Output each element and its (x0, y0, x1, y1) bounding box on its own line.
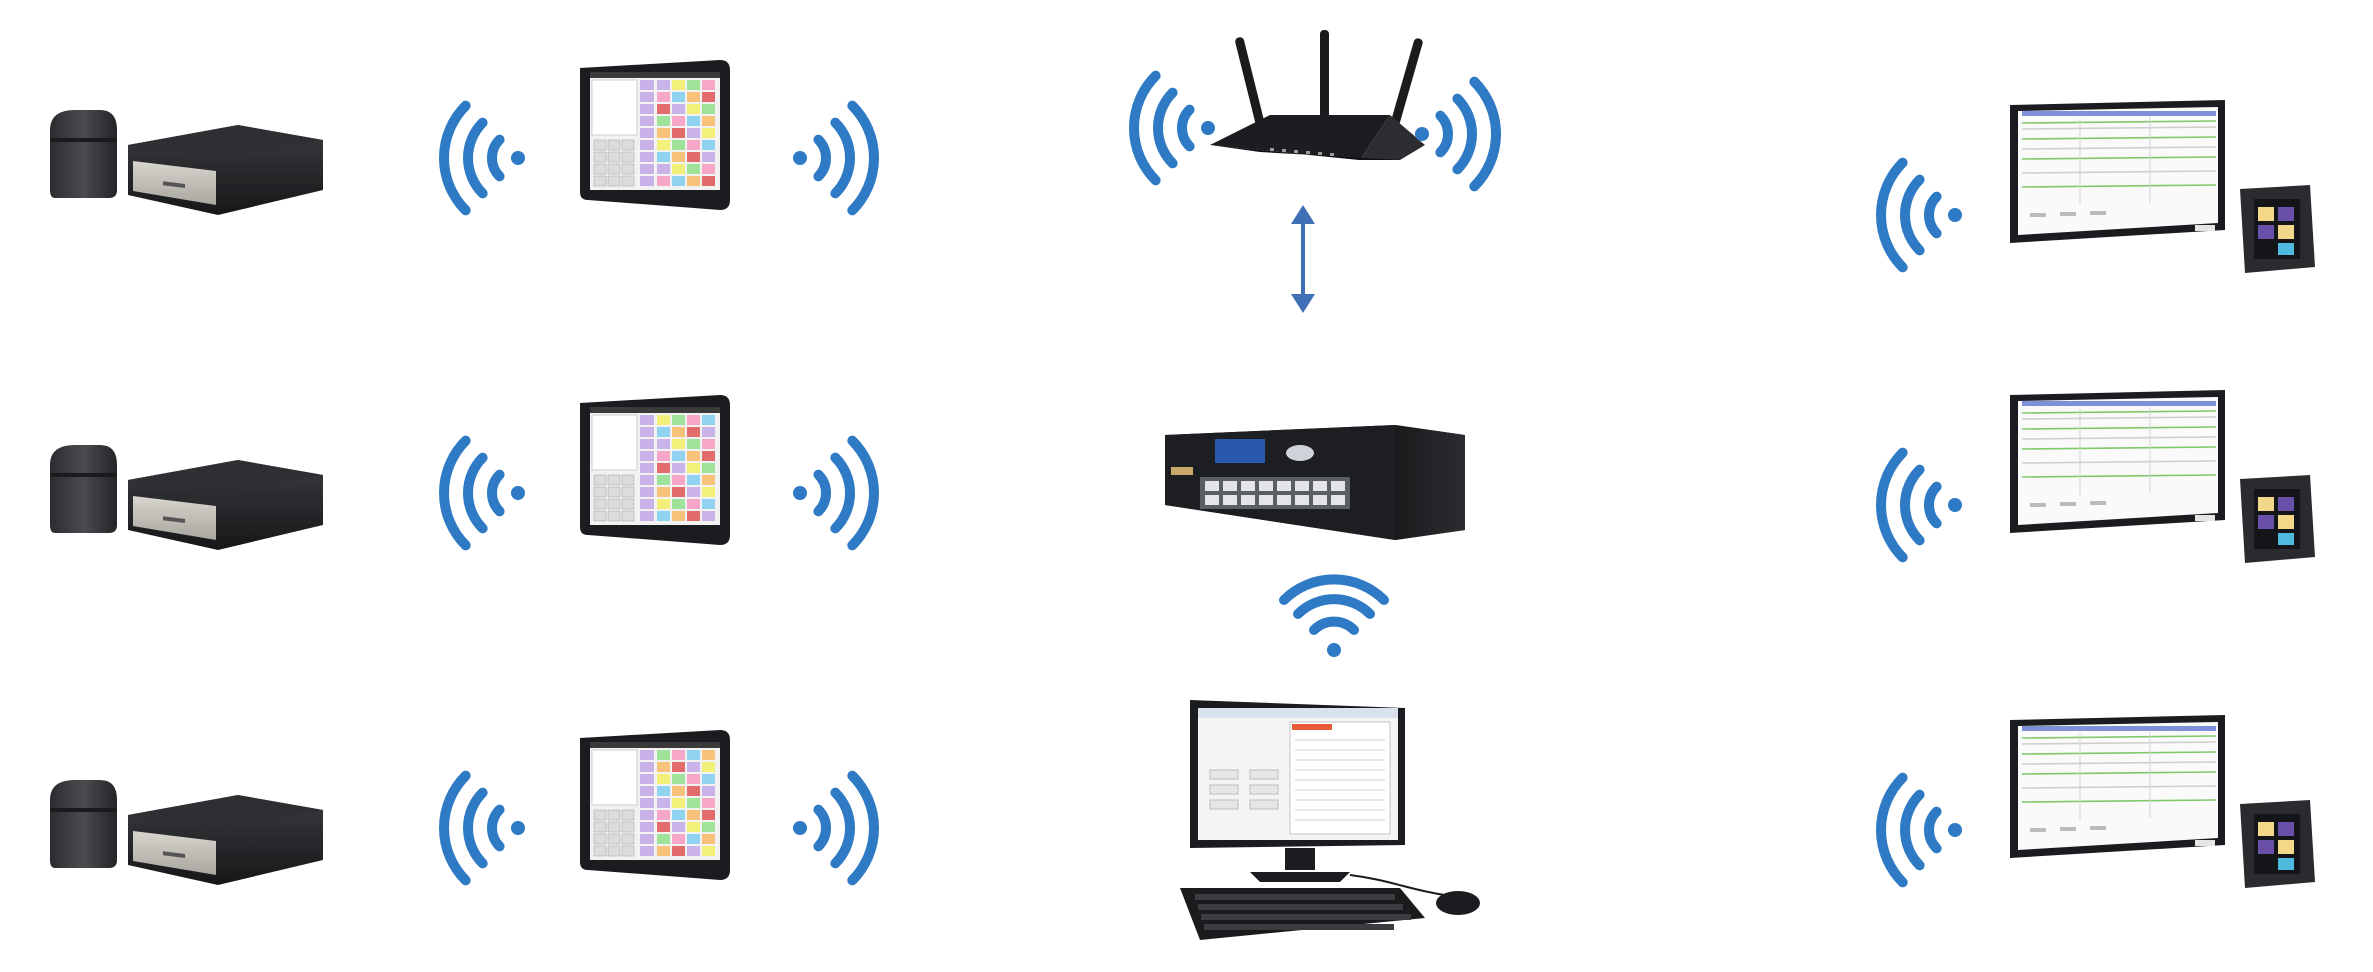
kitchen-station (1876, 390, 2315, 563)
kitchen-station (1876, 715, 2315, 888)
switch-port-grid (1205, 481, 1345, 505)
wifi-signal-icon (1876, 772, 1962, 888)
wifi-signal-icon (1876, 447, 1962, 563)
wifi-signal-icon (793, 100, 879, 216)
switch-ports (1200, 477, 1350, 509)
wifi-signal-icon (439, 100, 525, 216)
wifi-signal-icon (1415, 76, 1501, 192)
receipt-printer-icon (50, 445, 117, 533)
bump-bar-keypad-icon (2240, 185, 2315, 273)
bump-bar-keypad-icon (2240, 800, 2315, 888)
receipt-printer-icon (50, 110, 117, 198)
kitchen-station (1876, 100, 2315, 273)
kitchen-display-monitor-icon (2010, 100, 2225, 243)
wifi-signal-icon (439, 770, 525, 886)
pos-station (50, 60, 879, 216)
receipt-printer-icon (50, 780, 117, 868)
pos-tablet-icon (580, 730, 730, 880)
cash-drawer-icon (128, 125, 323, 215)
kitchen-display-monitor-icon (2010, 390, 2225, 533)
pos-station (50, 395, 879, 551)
kitchen-display-stations (1876, 100, 2315, 888)
wifi-signal-icon (793, 770, 879, 886)
pos-tablet-icon (580, 395, 730, 545)
network-switch-icon (1165, 425, 1465, 540)
router-wifi-waves (1129, 70, 1501, 192)
desktop-computer-icon (1180, 700, 1480, 940)
kitchen-display-monitor-icon (2010, 715, 2225, 858)
pos-station (50, 730, 879, 886)
wifi-signal-icon (439, 435, 525, 551)
cash-drawer-icon (128, 460, 323, 550)
router-switch-link-arrow (1291, 205, 1315, 313)
wifi-signal-icon (1876, 157, 1962, 273)
cash-drawer-icon (128, 795, 323, 885)
wifi-signal-icon (1129, 70, 1215, 186)
wifi-router-icon (1210, 30, 1425, 160)
wifi-signal-icon (1279, 574, 1389, 657)
wifi-signal-icon (793, 435, 879, 551)
pos-stations (50, 60, 879, 886)
pos-tablet-icon (580, 60, 730, 210)
bump-bar-keypad-icon (2240, 475, 2315, 563)
